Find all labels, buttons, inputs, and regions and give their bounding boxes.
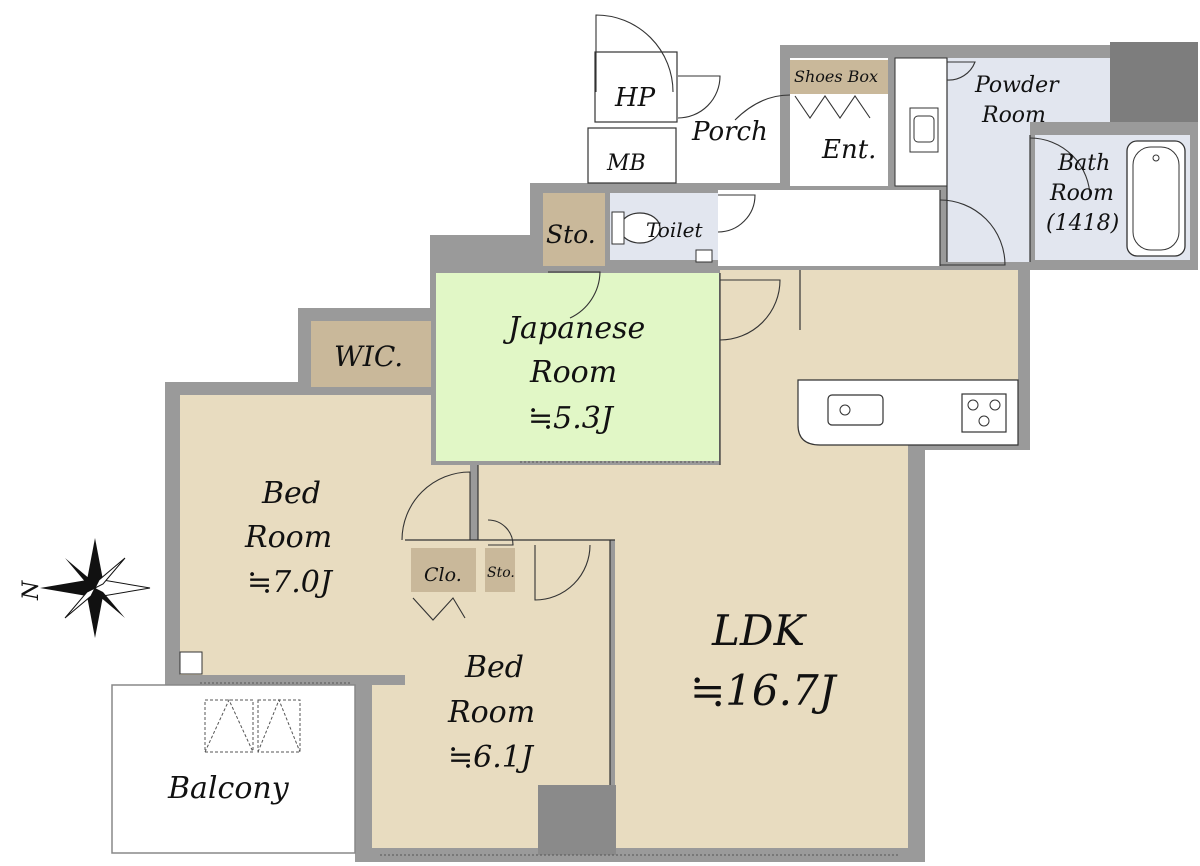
hp-closet	[594, 51, 678, 123]
bath-label-3: (1418)	[1046, 211, 1119, 236]
sto-tiny-label: Sto.	[487, 565, 515, 581]
bed1-label-2: Room	[244, 520, 332, 555]
toilet-icon	[611, 211, 713, 263]
bed1-label-1: Bed	[261, 476, 321, 511]
bathtub-icon	[1126, 140, 1186, 257]
mb-label: MB	[606, 151, 646, 176]
japanese-label-3: ≒5.3J	[528, 401, 615, 436]
bed2-label-3: ≒6.1J	[448, 740, 535, 775]
balcony-label: Balcony	[167, 771, 290, 806]
sink-icon	[909, 107, 939, 153]
powder-room	[947, 58, 1110, 262]
outdoor-units	[204, 698, 301, 753]
partitions	[200, 58, 1031, 856]
japanese-room	[436, 273, 719, 461]
bed2-label-2: Room	[447, 695, 535, 730]
ldk-area-label: ≒16.7J	[690, 666, 838, 715]
balcony	[111, 684, 356, 854]
toilet-label: Toilet	[646, 218, 703, 242]
bedroom-1	[180, 395, 470, 675]
porch-label: Porch	[691, 117, 768, 147]
porch	[678, 70, 780, 182]
bath-label-1: Bath	[1057, 151, 1110, 176]
powder-label-2: Room	[981, 103, 1046, 128]
shoes-box	[790, 60, 888, 94]
north-label: N	[19, 580, 44, 601]
bath-label-2: Room	[1049, 181, 1114, 206]
hp-label: HP	[614, 83, 656, 113]
ldk-label: LDK	[711, 606, 808, 655]
ent-label: Ent.	[821, 135, 876, 165]
structural-column	[538, 785, 616, 855]
bed2-label-1: Bed	[464, 650, 524, 685]
bed1-label-3: ≒7.0J	[247, 565, 334, 600]
stove-icon	[961, 393, 1007, 433]
hallway	[718, 190, 940, 266]
japanese-label-2: Room	[529, 355, 617, 390]
compass-rose-icon	[40, 538, 151, 638]
clo-label: Clo.	[424, 564, 462, 586]
shoes-box-label: Shoes Box	[794, 67, 878, 86]
powder-label-1: Powder	[974, 73, 1060, 98]
door-swings	[401, 14, 1091, 621]
fixtures	[204, 107, 1186, 753]
room-labels: HP MB Porch Shoes Box Ent. Powder Room B…	[19, 67, 1119, 806]
sto-label: Sto.	[546, 220, 596, 249]
sto-closet	[543, 193, 605, 266]
japanese-label-1: Japanese	[502, 311, 645, 346]
bedroom-2	[372, 540, 610, 848]
room-fills	[111, 51, 1190, 855]
mb-closet	[587, 127, 677, 184]
sto-tiny-closet	[485, 548, 515, 592]
wic-label: WIC.	[334, 340, 403, 373]
kitchen-sink-icon	[827, 394, 884, 426]
clo-closet	[411, 548, 476, 592]
wic-closet	[311, 321, 431, 387]
